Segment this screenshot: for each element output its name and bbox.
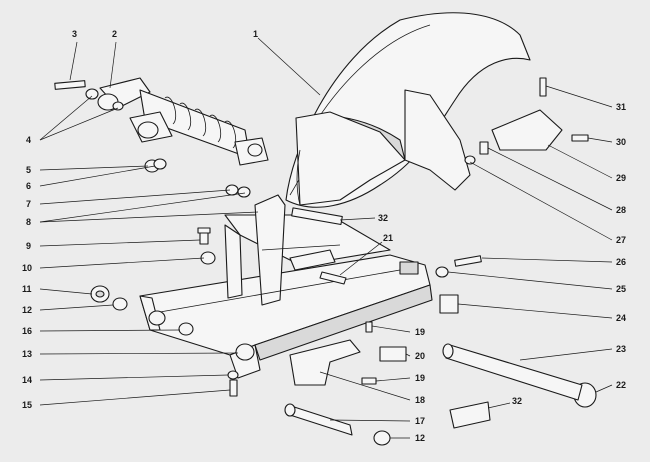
small-hardware: [90, 77, 597, 446]
callout-12-upper: 12: [22, 305, 32, 315]
callout-28: 28: [616, 205, 626, 215]
callout-21: 21: [383, 233, 393, 243]
callout-19-lower: 19: [415, 373, 425, 383]
callout-7: 7: [26, 199, 31, 209]
callout-32-lower: 32: [512, 396, 522, 406]
callout-29: 29: [616, 173, 626, 183]
callout-18: 18: [415, 395, 425, 405]
callout-23: 23: [616, 344, 626, 354]
callout-3: 3: [72, 29, 77, 39]
callout-14: 14: [22, 375, 32, 385]
callout-16: 16: [22, 326, 32, 336]
callout-6: 6: [26, 181, 31, 191]
callout-25: 25: [616, 284, 626, 294]
callout-22: 22: [616, 380, 626, 390]
callout-26: 26: [616, 257, 626, 267]
leader-lines: [39, 37, 613, 439]
callout-4: 4: [26, 135, 31, 145]
callout-8: 8: [26, 217, 31, 227]
shock-absorber: [54, 77, 269, 166]
callout-24: 24: [616, 313, 626, 323]
callout-12-lower: 12: [415, 433, 425, 443]
callout-27: 27: [616, 235, 626, 245]
swingarm: [139, 194, 433, 379]
mudguard: [285, 12, 531, 208]
callout-9: 9: [26, 241, 31, 251]
callout-20: 20: [415, 351, 425, 361]
callout-15: 15: [22, 400, 32, 410]
washers-set: [144, 158, 251, 198]
callout-17: 17: [415, 416, 425, 426]
callout-1: 1: [253, 29, 258, 39]
callout-19-upper: 19: [415, 327, 425, 337]
callout-30: 30: [616, 137, 626, 147]
callout-10: 10: [22, 263, 32, 273]
callout-labels: 1 2 3 4 5 6 7 8 9 10 11 12 12 13 14 15 1…: [22, 29, 626, 443]
callout-32-upper: 32: [378, 213, 388, 223]
callout-5: 5: [26, 165, 31, 175]
callout-31: 31: [616, 102, 626, 112]
callout-11: 11: [22, 284, 32, 294]
callout-2: 2: [112, 29, 117, 39]
callout-13: 13: [22, 349, 32, 359]
